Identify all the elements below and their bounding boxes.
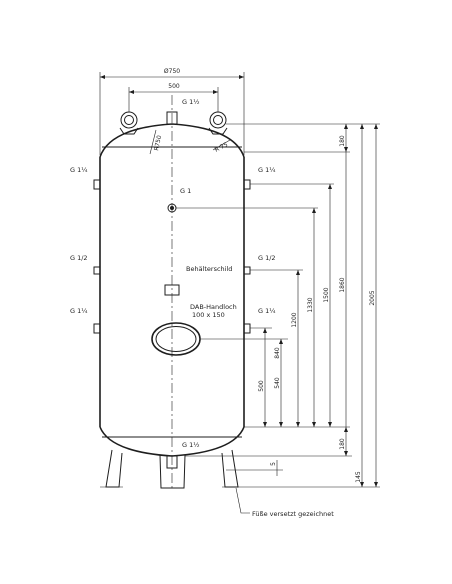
left-upper-label: G 1¼ xyxy=(70,166,88,174)
top-nozzle-label: G 1½ xyxy=(182,98,200,106)
dim-500: 500 xyxy=(258,380,265,392)
radius-small-label: R 75 xyxy=(214,141,230,154)
dim-1860: 1860 xyxy=(339,277,346,292)
nozzle-left-mid xyxy=(93,266,101,275)
bottom-nozzle xyxy=(166,455,178,469)
feet-note-leader xyxy=(235,487,250,514)
nozzle-right-lower xyxy=(243,323,251,334)
manhole-title: DAB-Handloch xyxy=(190,303,237,311)
dim-1330: 1330 xyxy=(307,297,314,312)
top-dimensions xyxy=(99,72,245,155)
top-nozzle xyxy=(166,111,178,125)
left-lower-label: G 1¼ xyxy=(70,307,88,315)
right-upper-label: G 1¼ xyxy=(258,166,276,174)
nozzle-right-upper xyxy=(243,179,251,190)
dim-145: 145 xyxy=(355,471,362,483)
right-mid-label: G 1/2 xyxy=(258,254,276,262)
radius-large-label: R750 xyxy=(153,135,163,152)
dim-180-top: 180 xyxy=(339,135,346,147)
dim-1200: 1200 xyxy=(291,312,298,327)
nozzle-left-lower xyxy=(93,323,101,334)
dim-840: 840 xyxy=(274,347,281,359)
dim-5: 5 xyxy=(270,462,277,466)
left-mid-label: G 1/2 xyxy=(70,254,88,262)
feet xyxy=(100,449,246,489)
feet-note: Füße versetzt gezeichnet xyxy=(252,510,334,518)
dim-540: 540 xyxy=(274,377,281,389)
nameplate-label: Behälterschild xyxy=(186,265,232,273)
bottom-nozzle-label: G 1½ xyxy=(182,441,200,449)
dim-2005: 2005 xyxy=(369,290,376,305)
center-socket-label: G 1 xyxy=(180,187,191,195)
nozzle-left-upper xyxy=(93,179,101,190)
manhole-size: 100 x 150 xyxy=(192,311,225,319)
dim-1500: 1500 xyxy=(323,287,330,302)
manhole xyxy=(151,322,201,356)
diameter-label: Ø750 xyxy=(164,68,180,75)
lifting-lug-left xyxy=(119,111,139,135)
height-dimensions xyxy=(176,123,380,488)
dim-180-bottom: 180 xyxy=(339,438,346,450)
nameplate xyxy=(164,284,180,296)
nozzle-right-mid xyxy=(243,266,251,275)
top-spacing-label: 500 xyxy=(168,83,180,90)
right-lower-label: G 1¼ xyxy=(258,307,276,315)
